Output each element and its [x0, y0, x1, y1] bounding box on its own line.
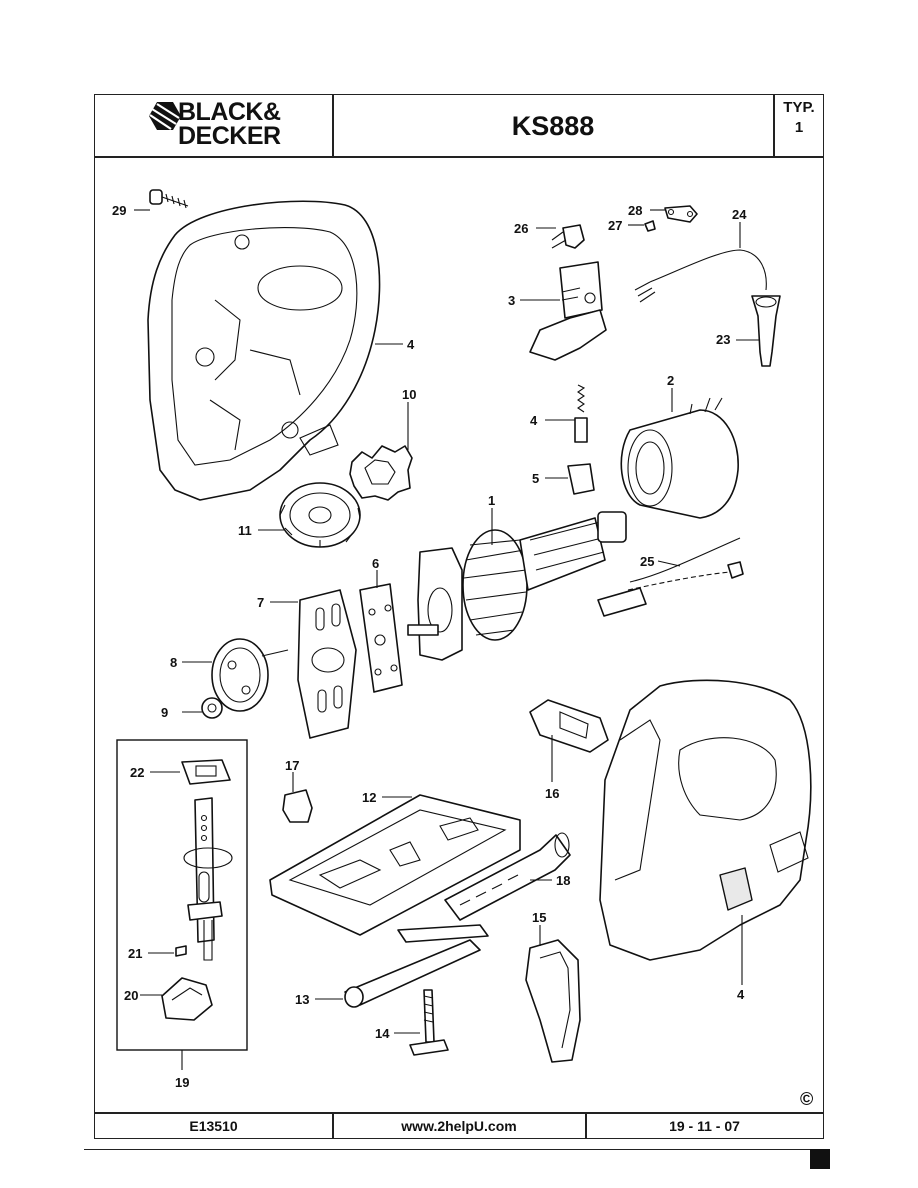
label-16: 15 [532, 910, 546, 925]
label-5: 4 [530, 413, 538, 428]
hexagon-logo-icon [149, 102, 181, 130]
label-17: 16 [545, 786, 559, 801]
label-1: 1 [488, 493, 495, 508]
label-28: 27 [608, 218, 622, 233]
part-19-dust-extraction-tube: 18 [444, 832, 571, 921]
part-13-base-plate: 12 [269, 790, 521, 936]
part-14-plunger: 13 [295, 924, 489, 1008]
part-28-screw: 27 [608, 218, 656, 233]
part-27-connector: 26 [514, 221, 585, 249]
label-8: 7 [257, 595, 264, 610]
part-7-plate: 6 [359, 556, 403, 693]
part-3-switch: 3 [508, 261, 607, 361]
footer-date: 19 - 11 - 07 [669, 1118, 740, 1134]
brand-logo [149, 102, 181, 130]
model-number: KS888 [511, 110, 595, 141]
label-20: 19 [175, 1075, 189, 1090]
label-3: 3 [508, 293, 515, 308]
copyright-icon: © [800, 1089, 814, 1109]
page-corner-marker [810, 1149, 830, 1169]
type-label: TYP. [783, 99, 815, 116]
part-4-housing-right: 4 [599, 679, 812, 1002]
part-15-bolt: 14 [375, 989, 449, 1056]
label-27: 26 [514, 221, 528, 236]
label-13: 12 [362, 790, 376, 805]
part-4-housing-left: 4 [147, 200, 415, 501]
part-11-gear: 10 [349, 387, 416, 501]
diagram-frame [94, 94, 824, 1139]
label-25: 24 [732, 207, 747, 222]
label-22: 21 [128, 946, 142, 961]
label-26: 25 [640, 554, 654, 569]
footer-separator-left [332, 1112, 334, 1139]
part-2-stator: 2 [620, 373, 739, 519]
label-7: 6 [372, 556, 379, 571]
type-designation: TYP. 1 [774, 98, 824, 138]
label-29: 28 [628, 203, 642, 218]
header-separator-right [773, 94, 775, 156]
part-8-gear-plate: 7 [257, 589, 357, 739]
footer-separator-right [585, 1112, 587, 1139]
part-9-drive-gear: 8 [170, 638, 289, 712]
footer-document-code: E13510 [189, 1118, 238, 1134]
label-12: 11 [238, 523, 252, 538]
part-20-blade-holder-group: 19 [116, 739, 248, 1090]
part-29-cable-clamp: 28 [628, 203, 698, 223]
part-24-cable-sleeve: 23 [716, 295, 781, 367]
brand-line-1: BLACK& [178, 98, 281, 126]
part-6-brush-holder: 5 [532, 463, 595, 495]
label-23: 22 [130, 765, 144, 780]
header-separator-left [332, 94, 334, 156]
part-5-carbon-brush: 4 [530, 384, 588, 443]
part-23-guide-block: 22 [130, 759, 231, 785]
brand-line-2: DECKER [178, 122, 281, 150]
label-14: 13 [295, 992, 309, 1007]
footer-website-link[interactable]: www.2helpU.com [401, 1118, 517, 1134]
footer-divider [94, 1112, 824, 1114]
label-4-lower: 4 [737, 987, 745, 1002]
label-11: 10 [402, 387, 416, 402]
label-10: 9 [161, 705, 168, 720]
part-21-blade-clamp: 20 [124, 977, 213, 1021]
part-22-screw: 21 [128, 945, 187, 961]
part-12-gear: 11 [238, 482, 361, 548]
part-10-bearing: 9 [161, 697, 223, 720]
label-6: 5 [532, 471, 539, 486]
label-19: 18 [556, 873, 570, 888]
label-30: 29 [112, 203, 126, 218]
label-4-upper: 4 [407, 337, 415, 352]
header-divider [94, 156, 824, 158]
part-26-wire-harness: 25 [597, 537, 744, 617]
part-18-knob: 17 [282, 758, 313, 823]
part-30-screw: 29 [112, 189, 189, 218]
part-25-power-cable: 24 [634, 207, 767, 303]
page-bottom-rule [84, 1149, 829, 1150]
label-9: 8 [170, 655, 177, 670]
type-value: 1 [794, 119, 804, 136]
label-15: 14 [375, 1026, 390, 1041]
label-21: 20 [124, 988, 138, 1003]
brand-name: BLACK& DECKER [178, 98, 281, 150]
label-18: 17 [285, 758, 299, 773]
part-17-blade-guard: 16 [529, 699, 609, 801]
label-24: 23 [716, 332, 730, 347]
part-20-plunger-rod [183, 797, 233, 961]
part-16-side-cover: 15 [525, 910, 581, 1063]
part-1-armature: 1 [407, 493, 627, 661]
label-2: 2 [667, 373, 674, 388]
